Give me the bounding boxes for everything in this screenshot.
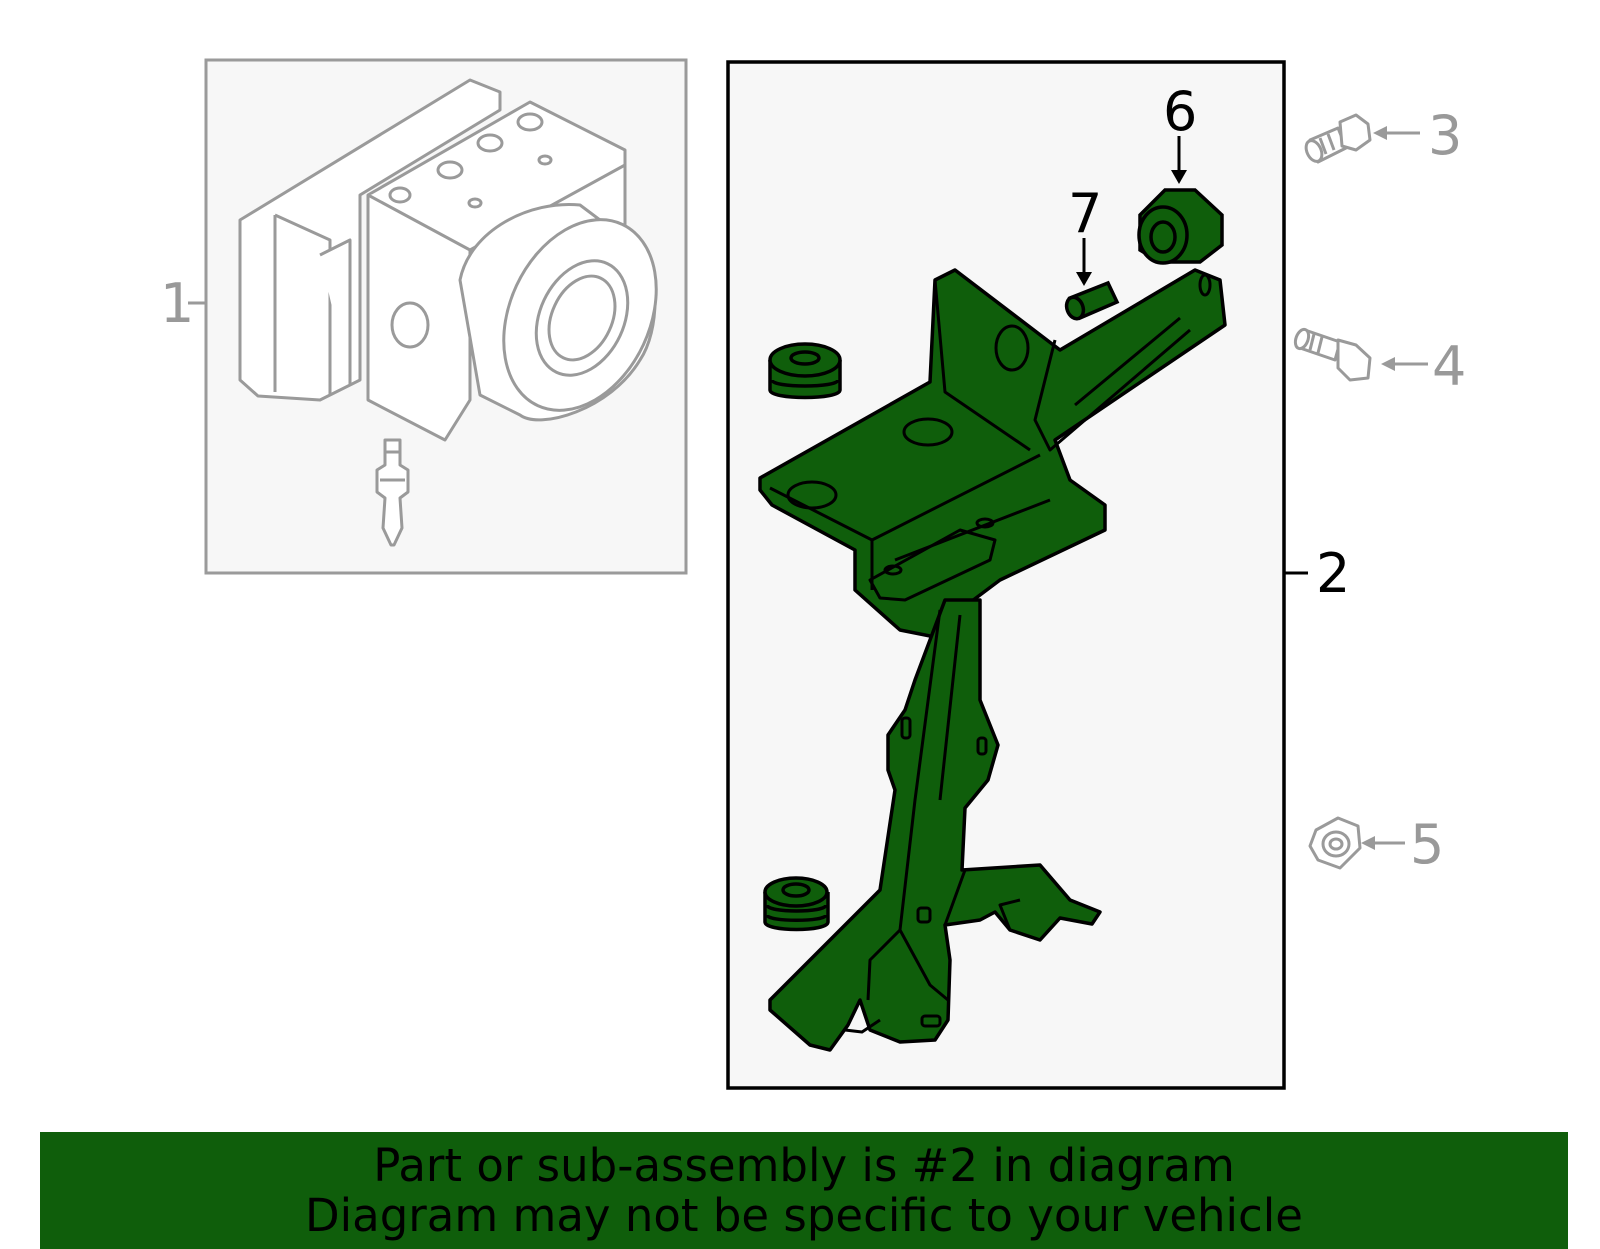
bolt-part-4[interactable]	[1293, 327, 1372, 382]
bolt-part-3[interactable]	[1303, 113, 1372, 164]
nut-part-5[interactable]	[1308, 816, 1362, 870]
banner-line-disclaimer: Diagram may not be specific to your vehi…	[305, 1188, 1303, 1242]
part-notice-banner: Part or sub-assembly is #2 in diagram Di…	[40, 1132, 1568, 1249]
callout-6-arrowhead	[1171, 170, 1187, 184]
sleeve-part-7[interactable]	[1064, 280, 1120, 321]
abs-modulator-drawing[interactable]	[238, 78, 686, 547]
callout-7-arrowhead	[1076, 272, 1092, 286]
callout-2: 2	[1316, 542, 1350, 605]
callout-3: 3	[1428, 104, 1462, 167]
bracket-detail-lines	[769, 273, 1212, 1034]
callout-6: 6	[1163, 80, 1197, 143]
callout-5: 5	[1410, 813, 1444, 876]
abs-bracket-highlighted[interactable]	[758, 268, 1227, 1052]
callout-4: 4	[1432, 335, 1466, 398]
grommet-lower-left[interactable]	[763, 876, 830, 932]
callout-7: 7	[1068, 182, 1102, 245]
callout-3-arrowhead	[1373, 126, 1387, 140]
callout-5-arrowhead	[1361, 836, 1375, 850]
grommet-upper-left[interactable]	[768, 342, 842, 400]
callout-4-arrowhead	[1381, 357, 1395, 371]
bushing-part-6[interactable]	[1137, 188, 1224, 265]
banner-line-part-number: Part or sub-assembly is #2 in diagram	[373, 1138, 1235, 1192]
